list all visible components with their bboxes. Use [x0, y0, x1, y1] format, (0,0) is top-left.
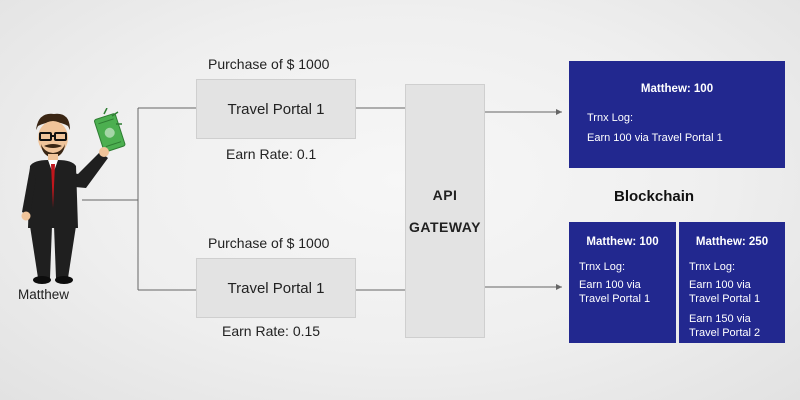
block-top-entry: Earn 100 via Travel Portal 1: [587, 132, 723, 144]
block-bl-header: Matthew: 100: [586, 236, 659, 248]
businessman-illustration: [21, 108, 126, 284]
block-bottom-right: Matthew: 250 Trnx Log: Earn 100 via Trav…: [679, 222, 785, 343]
block-br-entry-2: Travel Portal 1: [689, 293, 761, 305]
person-name: Matthew: [18, 287, 70, 302]
block-top-log-label: Trnx Log:: [587, 112, 634, 124]
purchase-label-2: Purchase of $ 1000: [208, 235, 330, 251]
blockchain-title: Blockchain: [614, 188, 695, 205]
earn-rate-label-2: Earn Rate: 0.15: [222, 323, 321, 339]
travel-portal-label-1: Travel Portal 1: [227, 100, 325, 118]
money-icon: [94, 113, 126, 153]
travel-portal-box-1: Travel Portal 1: [196, 79, 356, 139]
block-br-entry-4: Travel Portal 2: [689, 327, 761, 339]
gateway-line-2: GATEWAY: [409, 219, 481, 235]
earn-rate-label-1: Earn Rate: 0.1: [226, 146, 317, 162]
block-br-entry-3: Earn 150 via: [689, 313, 751, 325]
block-top-header: Matthew: 100: [640, 83, 714, 95]
block-bl-log-label: Trnx Log:: [579, 261, 626, 273]
travel-portal-box-2: Travel Portal 1: [196, 258, 356, 318]
block-br-header: Matthew: 250: [695, 236, 769, 248]
api-gateway-box: API GATEWAY: [405, 84, 485, 338]
travel-portal-label-2: Travel Portal 1: [227, 279, 325, 297]
block-top: Matthew: 100 Trnx Log: Earn 100 via Trav…: [569, 61, 785, 168]
gateway-line-1: API: [432, 187, 458, 203]
block-bottom-left: Matthew: 100 Trnx Log: Earn 100 via Trav…: [569, 222, 676, 343]
purchase-label-1: Purchase of $ 1000: [208, 56, 330, 72]
block-bl-entry-1: Earn 100 via: [579, 279, 641, 291]
block-bl-entry-2: Travel Portal 1: [579, 293, 651, 305]
block-br-log-label: Trnx Log:: [689, 261, 736, 273]
block-br-entry-1: Earn 100 via: [689, 279, 751, 291]
